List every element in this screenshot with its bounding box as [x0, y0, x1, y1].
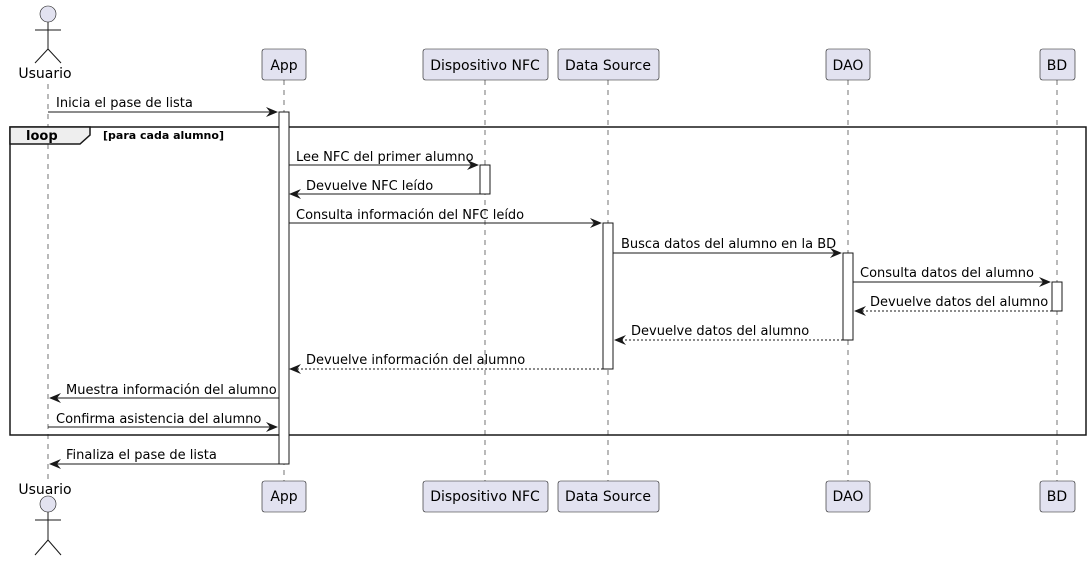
message-consulta-datos: Consulta datos del alumno: [853, 266, 1051, 287]
message-label: Finaliza el pase de lista: [66, 448, 217, 463]
participant-label: Data Source: [565, 58, 651, 74]
activation-app: [278, 111, 290, 465]
message-bd-devuelve: Devuelve datos del alumno: [854, 295, 1052, 316]
actor-usuario-bottom: Usuario: [18, 482, 72, 556]
loop-keyword: loop: [26, 129, 58, 144]
loop-box: [9, 126, 1087, 436]
participant-label: Dispositivo NFC: [430, 58, 540, 74]
message-label: Devuelve datos del alumno: [631, 324, 809, 339]
participant-app-bottom: App: [261, 480, 307, 513]
participant-label: BD: [1047, 58, 1067, 74]
messages: Inicia el pase de lista Lee NFC del prim…: [48, 96, 1052, 469]
participant-label: App: [270, 58, 297, 74]
message-devuelve-nfc: Devuelve NFC leído: [289, 179, 480, 199]
loop-tab: [9, 126, 91, 145]
participant-label: App: [270, 489, 297, 505]
loop-condition: [para cada alumno]: [103, 129, 224, 142]
message-lee-nfc: Lee NFC del primer alumno: [289, 150, 479, 170]
message-ds-devuelve: Devuelve información del alumno: [289, 353, 603, 374]
participant-label: Usuario: [18, 66, 71, 82]
message-finaliza-pase: Finaliza el pase de lista: [49, 448, 279, 469]
message-label: Inicia el pase de lista: [56, 96, 193, 111]
activations: [278, 111, 1063, 465]
message-label: Devuelve datos del alumno: [870, 295, 1048, 310]
actor-usuario-top: Usuario: [18, 5, 72, 82]
participant-label: Dispositivo NFC: [430, 489, 540, 505]
message-label: Confirma asistencia del alumno: [56, 412, 261, 427]
participant-nfc-top: Dispositivo NFC: [422, 48, 549, 81]
participant-label: DAO: [833, 58, 864, 74]
message-consulta-nfc: Consulta información del NFC leído: [289, 208, 602, 228]
message-label: Busca datos del alumno en la BD: [621, 237, 836, 252]
participant-label: Data Source: [565, 489, 651, 505]
participant-label: DAO: [833, 489, 864, 505]
participant-bd-top: BD: [1039, 48, 1076, 81]
actor-head-icon: [39, 5, 57, 23]
participant-dao-bottom: DAO: [825, 480, 871, 513]
message-busca-datos: Busca datos del alumno en la BD: [613, 237, 842, 258]
activation-data-source: [602, 222, 614, 370]
participant-data-source-bottom: Data Source: [557, 480, 660, 513]
participant-dao-top: DAO: [825, 48, 871, 81]
participants-bottom: Usuario App Dispositivo NFC Data Source …: [18, 480, 1076, 556]
participants-top: Usuario App Dispositivo NFC Data Source …: [18, 5, 1076, 82]
participant-nfc-bottom: Dispositivo NFC: [422, 480, 549, 513]
message-label: Devuelve información del alumno: [306, 353, 525, 368]
message-label: Consulta información del NFC leído: [296, 208, 524, 223]
message-label: Lee NFC del primer alumno: [296, 150, 474, 165]
message-label: Consulta datos del alumno: [860, 266, 1034, 281]
participant-label: BD: [1047, 489, 1067, 505]
actor-head-icon: [39, 495, 57, 513]
activation-dao: [842, 252, 854, 341]
message-inicia-pase: Inicia el pase de lista: [48, 96, 278, 117]
message-label: Devuelve NFC leído: [306, 179, 433, 194]
message-label: Muestra información del alumno: [66, 383, 277, 398]
activation-nfc: [479, 164, 491, 195]
loop-frame: loop [para cada alumno]: [9, 126, 1087, 436]
participant-bd-bottom: BD: [1039, 480, 1076, 513]
message-confirma-asistencia: Confirma asistencia del alumno: [48, 412, 278, 432]
message-dao-devuelve: Devuelve datos del alumno: [614, 324, 843, 345]
participant-app-top: App: [261, 48, 307, 81]
participant-label: Usuario: [18, 482, 71, 498]
participant-data-source-top: Data Source: [557, 48, 660, 81]
activation-bd: [1051, 281, 1063, 312]
message-muestra-info: Muestra información del alumno: [49, 383, 279, 403]
